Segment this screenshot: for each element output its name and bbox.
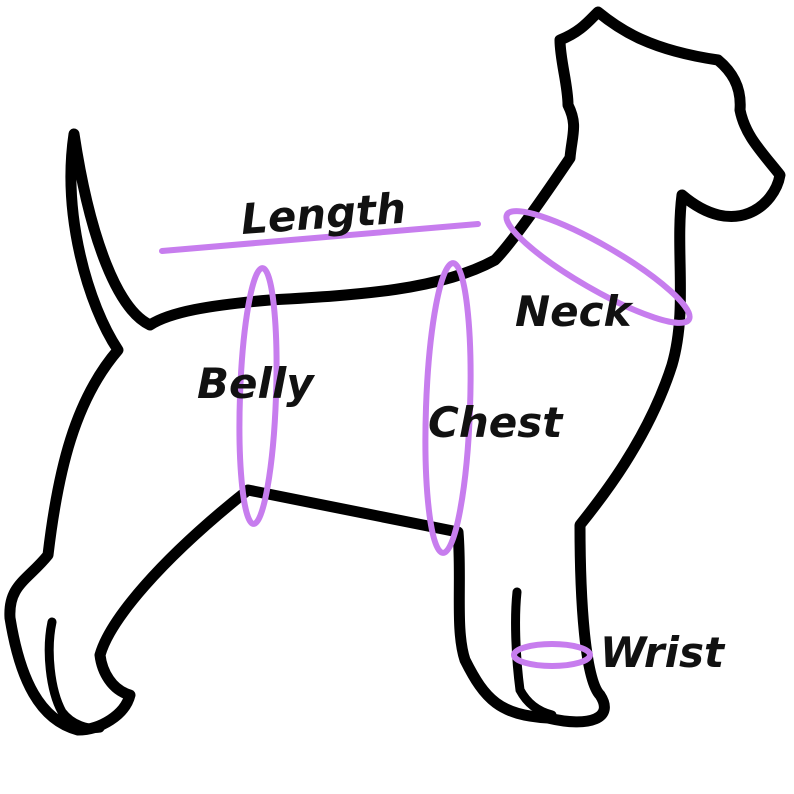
wrist-measure-ring xyxy=(511,641,593,669)
measurement-guides xyxy=(159,208,693,669)
dog-outline-icon xyxy=(4,6,786,736)
neck-measure-ring xyxy=(503,208,693,326)
neck-label: Neck xyxy=(515,287,635,336)
measurement-labels: Length Neck Belly Chest Wrist xyxy=(197,184,726,677)
far-hind-leg-line xyxy=(44,617,105,733)
far-front-leg-line xyxy=(511,587,557,720)
length-measure-line xyxy=(159,221,481,254)
dog-body-outline xyxy=(4,6,786,736)
chest-measure-ring xyxy=(422,260,474,556)
belly-label: Belly xyxy=(197,359,315,408)
chest-label: Chest xyxy=(428,398,564,447)
wrist-label: Wrist xyxy=(600,628,726,677)
length-label: Length xyxy=(239,184,407,244)
belly-measure-ring xyxy=(236,265,280,527)
